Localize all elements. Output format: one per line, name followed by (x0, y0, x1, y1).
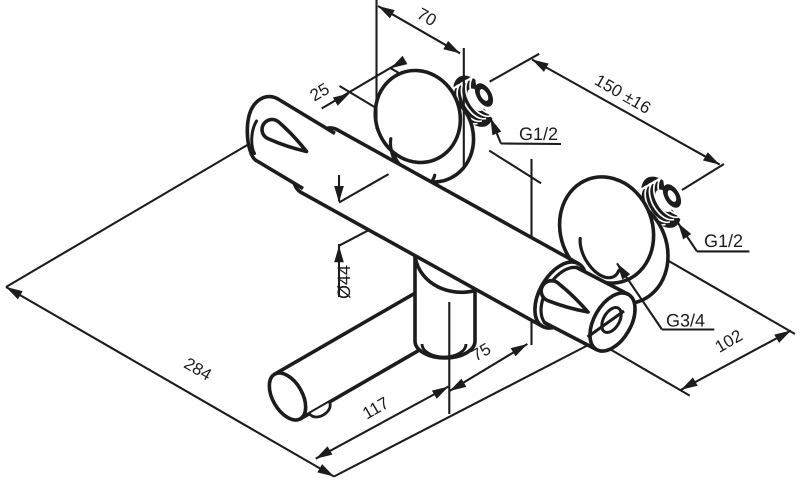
svg-text:G1/2: G1/2 (519, 124, 558, 144)
svg-text:G3/4: G3/4 (666, 311, 705, 331)
svg-text:G1/2: G1/2 (704, 231, 743, 251)
svg-text:Ø44: Ø44 (334, 265, 354, 299)
